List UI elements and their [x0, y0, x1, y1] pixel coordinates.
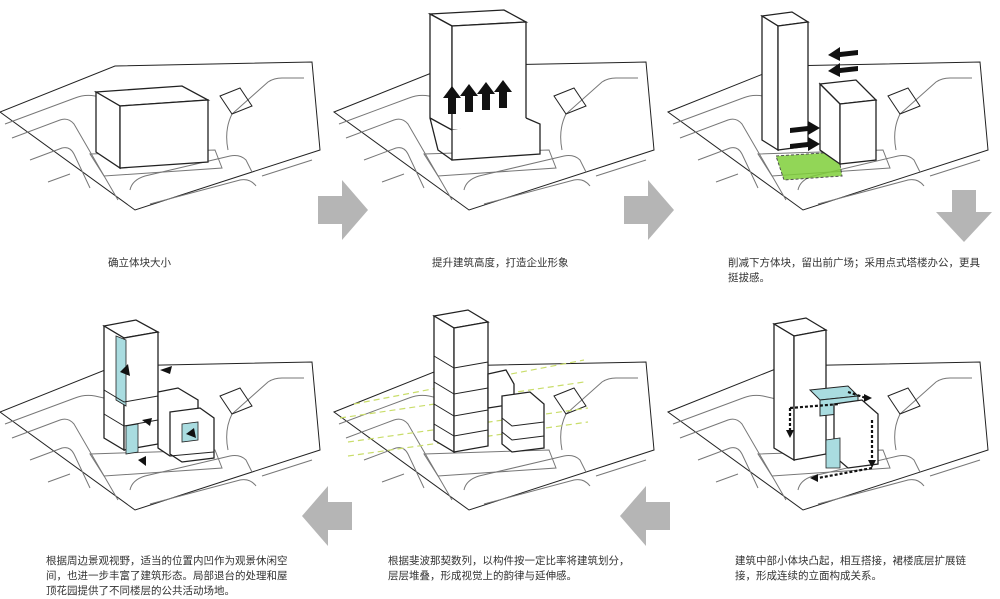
- left-arrow-icon: [302, 486, 352, 546]
- panel-3: [667, 11, 989, 211]
- caption-step-5: 根据斐波那契数列，以构件按一定比率将建筑划分，层层堆叠，形成视觉上的韵律与延伸感…: [388, 555, 630, 582]
- view-arrows-icon: [120, 364, 196, 466]
- caption-step-4: 根据周边景观视野，适当的位置内凹作为观景休闲空间，也进一步丰富了建筑形态。局部退…: [46, 555, 288, 597]
- panel-5: [333, 309, 655, 511]
- caption-step-3: 削减下方体块，留出前广场；采用点式塔楼办公，更具挺拔感。: [728, 257, 980, 284]
- left-arrow-icon: [620, 486, 670, 546]
- caption-step-1: 确立体块大小: [108, 257, 171, 269]
- down-arrow-icon: [936, 190, 992, 242]
- push-arrows-icon: [790, 47, 858, 151]
- stacked-modules: [432, 309, 545, 454]
- right-arrow-icon: [318, 180, 368, 240]
- panel-2: [333, 9, 655, 211]
- up-arrows-icon: [443, 80, 512, 114]
- caption-step-2: 提升建筑高度，打造企业形象: [432, 257, 569, 269]
- panel-6: [667, 317, 989, 511]
- expansion-arrowheads-icon: [786, 394, 876, 482]
- caption-step-6: 建筑中部小体块凸起，相互搭接，裙楼底层扩展链接，形成连续的立面构成关系。: [735, 555, 966, 582]
- base-block: [93, 85, 211, 170]
- front-plaza: [775, 151, 843, 181]
- panel-1: [0, 61, 321, 211]
- panel-4: [0, 319, 321, 511]
- expansion-arrows-icon: [788, 390, 874, 480]
- point-tower: [760, 11, 878, 166]
- right-arrow-icon: [624, 180, 674, 240]
